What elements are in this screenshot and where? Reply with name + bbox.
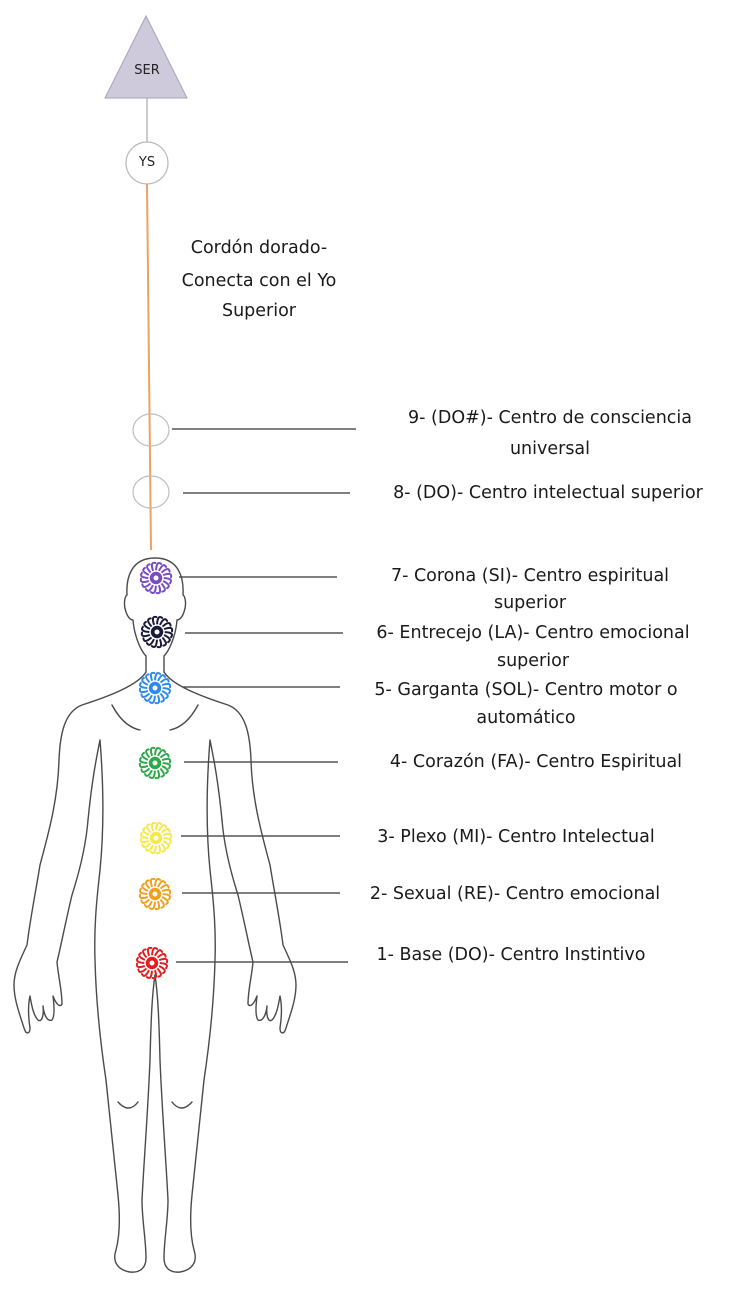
center-9-label-line-1: 9- (DO#)- Centro de consciencia bbox=[408, 408, 692, 428]
human-body-outline bbox=[13, 557, 297, 1273]
ys-label: YS bbox=[138, 155, 156, 170]
ser-triangle-icon bbox=[104, 14, 188, 99]
center-4-label: 4- Corazón (FA)- Centro Espiritual bbox=[389, 752, 683, 772]
blue-chakra-icon bbox=[138, 671, 172, 705]
center-2-label: 2- Sexual (RE)- Centro emocional bbox=[369, 884, 661, 904]
cord-label-line-1: Cordón dorado- bbox=[190, 238, 328, 258]
yellow-chakra-icon bbox=[139, 821, 173, 855]
cord-label-line-3: Superior bbox=[221, 301, 297, 321]
center-5-label-line-2: automático bbox=[476, 708, 576, 728]
center-8-circle-icon bbox=[132, 475, 170, 509]
indigo-chakra-icon bbox=[140, 615, 174, 649]
center-5-label-line-1: 5- Garganta (SOL)- Centro motor o bbox=[374, 680, 678, 700]
ser-label: SER bbox=[134, 63, 160, 78]
center-7-label-line-1: 7- Corona (SI)- Centro espiritual bbox=[390, 566, 670, 586]
center-8-label: 8- (DO)- Centro intelectual superior bbox=[393, 483, 703, 503]
center-7-label-line-2: superior bbox=[493, 593, 567, 613]
violet-chakra-icon bbox=[139, 561, 173, 595]
cord-label-line-2: Conecta con el Yo bbox=[181, 271, 337, 291]
golden-cord-line bbox=[146, 183, 152, 551]
center-1-label: 1- Base (DO)- Centro Instintivo bbox=[376, 945, 646, 965]
center-6-label-line-2: superior bbox=[496, 651, 570, 671]
center-9-label-line-2: universal bbox=[509, 439, 591, 459]
orange-chakra-icon bbox=[138, 877, 172, 911]
red-chakra-icon bbox=[135, 946, 169, 980]
center-3-label: 3- Plexo (MI)- Centro Intelectual bbox=[377, 827, 655, 847]
center-6-label-line-1: 6- Entrecejo (LA)- Centro emocional bbox=[376, 623, 690, 643]
center-9-circle-icon bbox=[132, 413, 170, 447]
green-chakra-icon bbox=[138, 746, 172, 780]
